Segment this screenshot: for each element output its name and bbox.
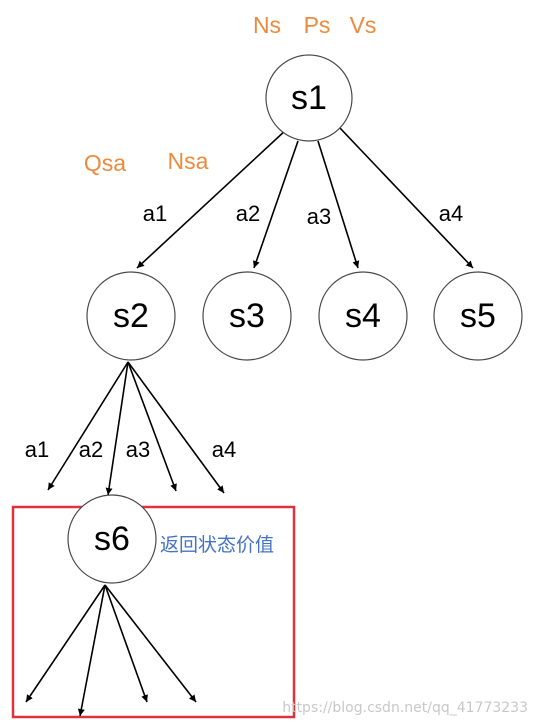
edge-s6-child-4 — [104, 584, 197, 703]
action-label-s2-a4: a4 — [212, 437, 236, 462]
stat-label-ns: Ns — [253, 12, 281, 38]
node-s5: s5 — [433, 271, 523, 361]
edge-s1-s2 — [136, 128, 288, 269]
action-label-s1-a2: a2 — [236, 201, 260, 226]
watermark-text: https://blog.csdn.net/qq_41773233 — [282, 700, 528, 716]
node-s5-label: s5 — [460, 297, 496, 335]
edge-s6-child-2 — [77, 584, 106, 717]
node-s1: s1 — [265, 54, 353, 142]
node-s2: s2 — [86, 271, 176, 361]
edge-s6-child-1 — [25, 584, 106, 703]
highlight-box — [11, 505, 296, 719]
node-s1-label: s1 — [291, 79, 327, 117]
return-value-note: 返回状态价值 — [160, 534, 274, 556]
stat-label-vs: Vs — [350, 12, 377, 38]
action-label-s2-a1: a1 — [25, 437, 49, 462]
action-label-s2-a2: a2 — [79, 437, 103, 462]
node-s4: s4 — [318, 271, 408, 361]
edge-s1-s5 — [338, 126, 474, 269]
edge-s1-s3 — [252, 140, 299, 269]
edge-s2-a2 — [105, 361, 129, 496]
node-s2-label: s2 — [113, 297, 149, 335]
edge-s2-a1 — [47, 361, 129, 491]
stat-label-qsa: Qsa — [84, 150, 126, 176]
edge-s2-a4 — [127, 361, 225, 494]
action-label-s1-a4: a4 — [439, 201, 463, 226]
node-s4-label: s4 — [345, 297, 381, 335]
edge-s6-child-3 — [104, 584, 148, 703]
node-s6-label: s6 — [94, 520, 130, 558]
action-label-s1-a1: a1 — [143, 201, 167, 226]
action-label-s2-a3: a3 — [126, 437, 150, 462]
action-label-s1-a3: a3 — [307, 204, 331, 229]
stat-label-nsa: Nsa — [168, 148, 209, 174]
node-s3: s3 — [202, 271, 292, 361]
stat-label-ps: Ps — [304, 12, 331, 38]
node-s3-label: s3 — [229, 297, 265, 335]
edge-s2-a3 — [127, 361, 177, 492]
edge-s1-s4 — [317, 140, 360, 269]
node-s6: s6 — [67, 494, 157, 584]
